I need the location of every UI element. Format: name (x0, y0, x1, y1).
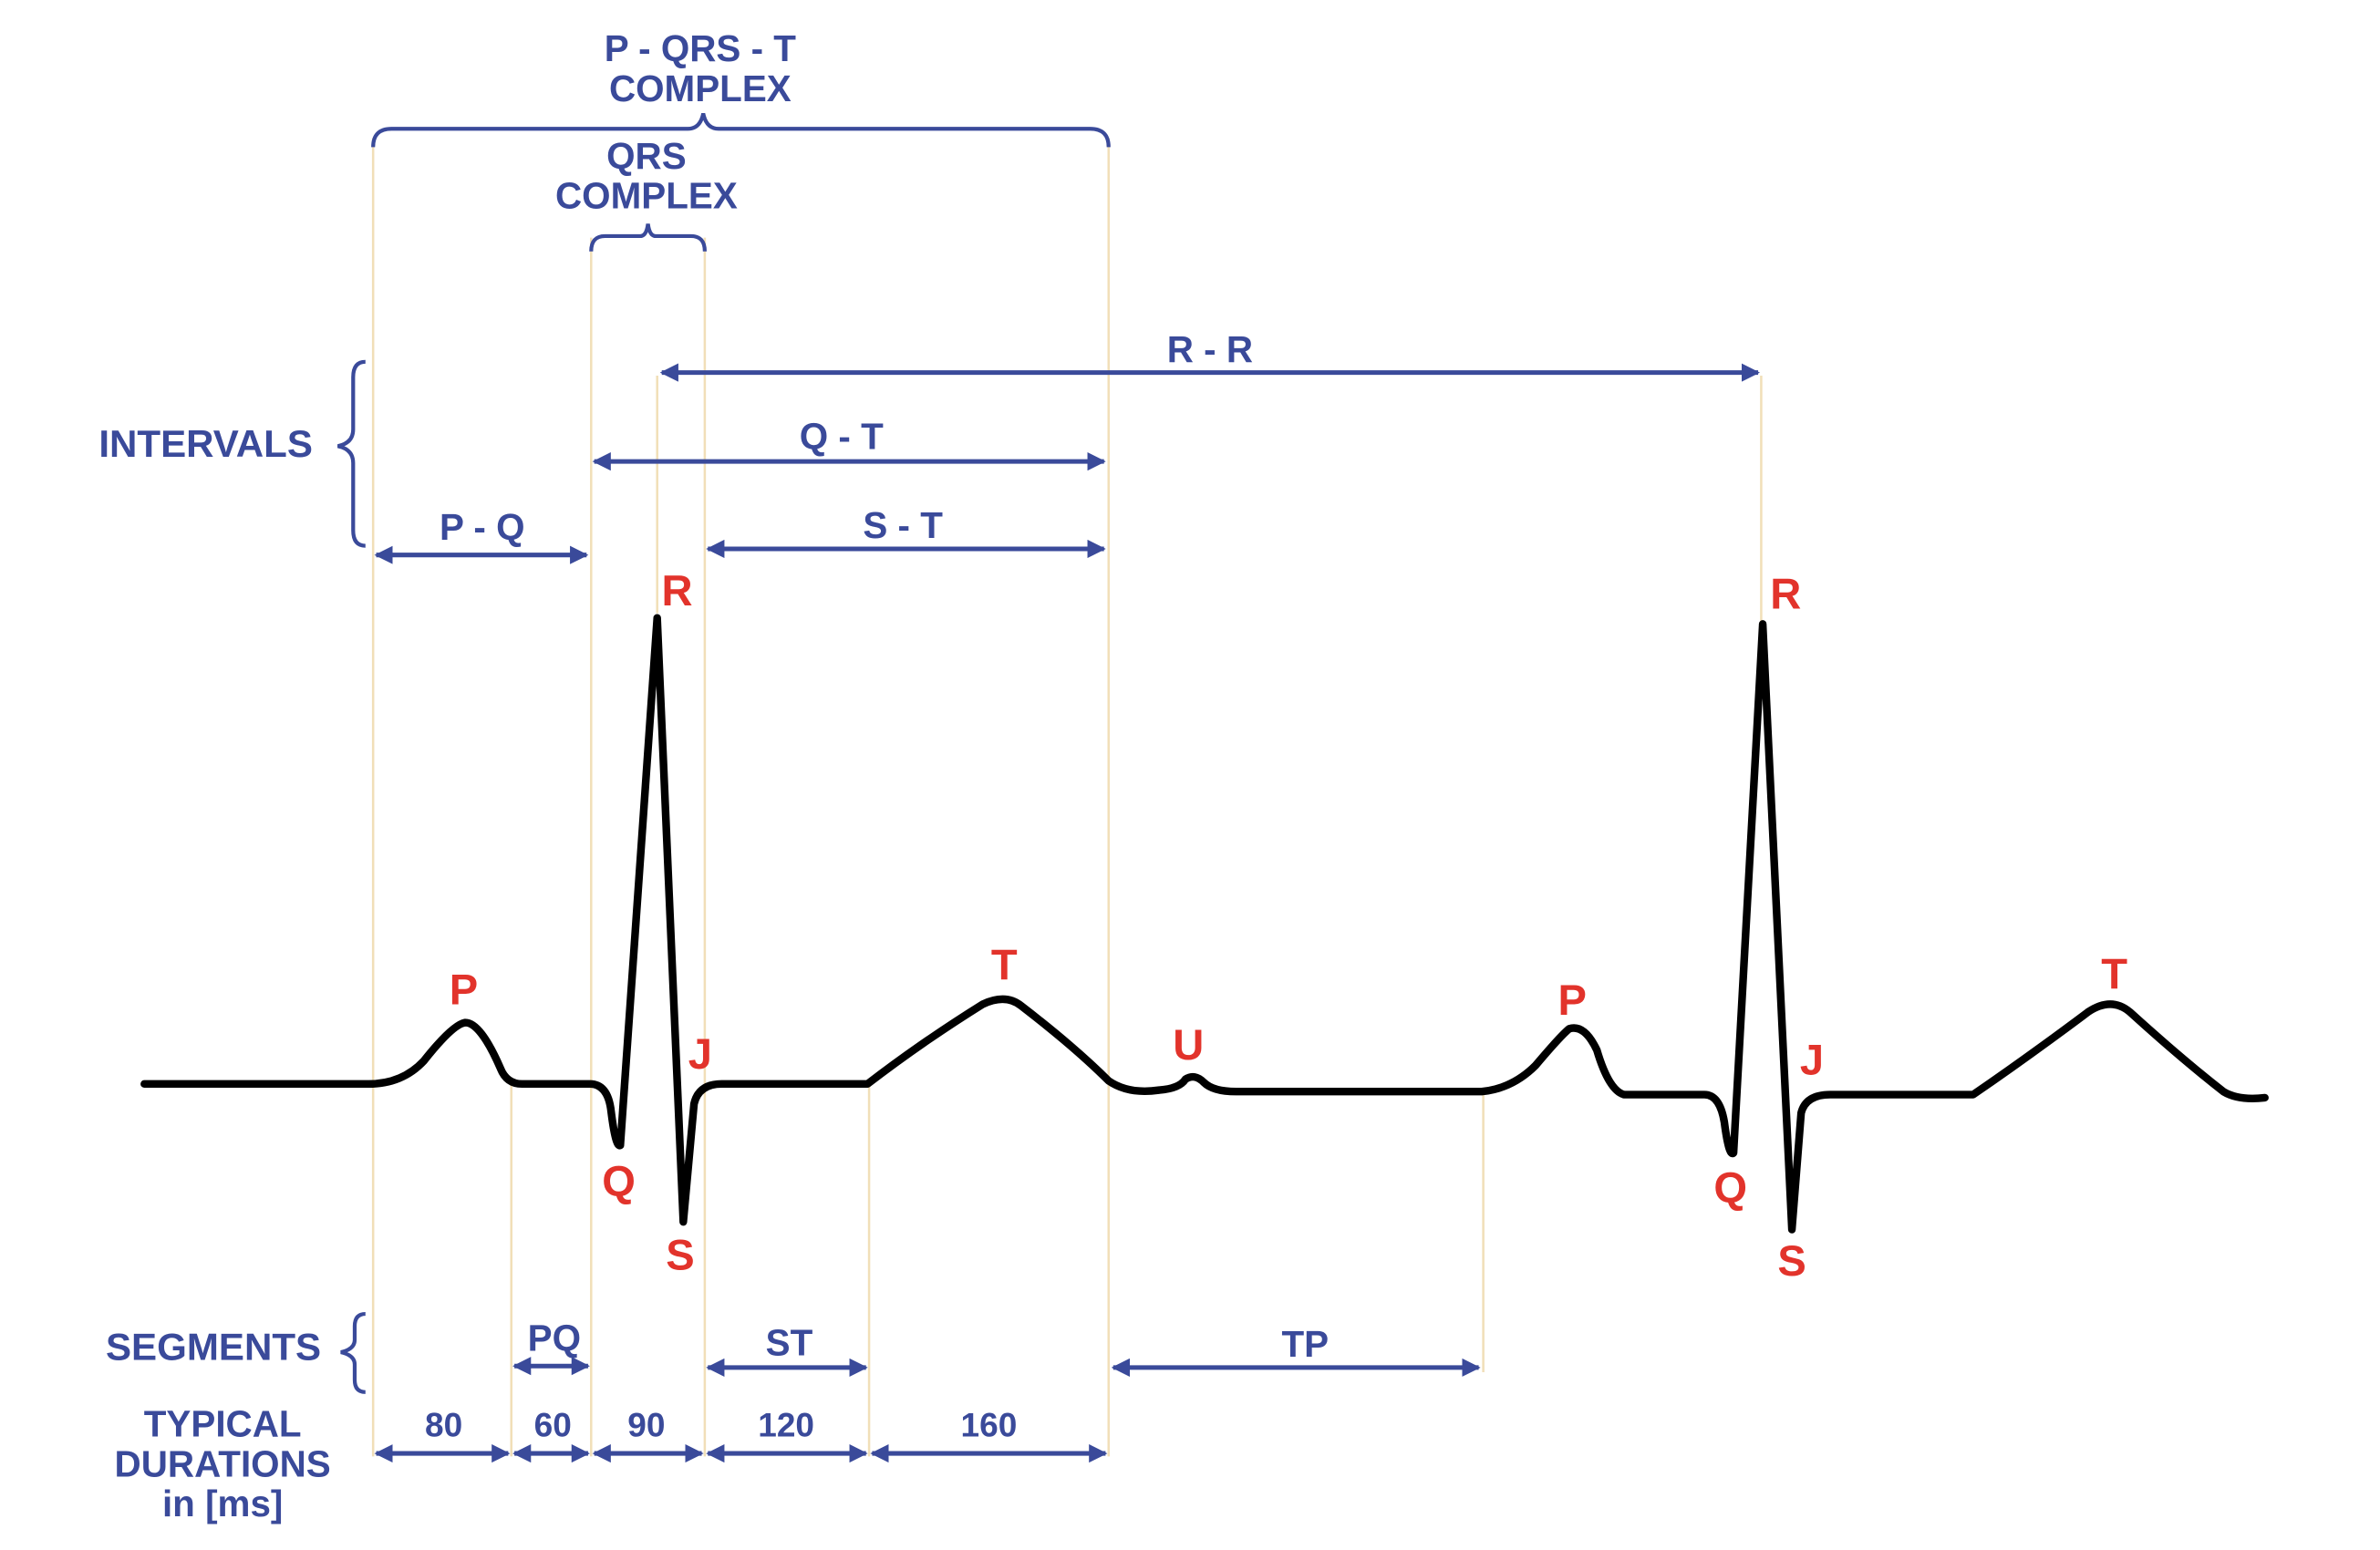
beat1-u-label: U (1173, 1020, 1204, 1069)
guide-lines (371, 138, 1763, 1457)
beat1-j-label: J (688, 1029, 712, 1078)
qrs-complex-brace (589, 223, 708, 252)
pqrst-complex-label-line1: P - QRS - T (605, 27, 797, 69)
segments-label: SEGMENTS (106, 1326, 321, 1369)
beat1-t-label: T (991, 941, 1018, 989)
rr-interval-label: R - R (1167, 328, 1253, 370)
intervals-label: INTERVALS (98, 422, 313, 465)
qrs-complex-label-line1: QRS (606, 135, 687, 177)
beat2-wave-labels: P R J Q S T (1558, 570, 2128, 1285)
pqrst-complex-brace (371, 112, 1111, 148)
duration-value-pq: 60 (534, 1406, 572, 1444)
durations-label-line2: DURATIONS (115, 1442, 331, 1484)
beat2-s-label: S (1777, 1236, 1806, 1285)
intervals-brace (336, 359, 366, 548)
beat1-p-label: P (450, 965, 478, 1013)
duration-value-t: 160 (961, 1406, 1018, 1444)
beat2-t-label: T (2101, 950, 2127, 998)
beat1-q-label: Q (602, 1157, 636, 1205)
beat2-r-label: R (1770, 570, 1801, 618)
beat2-p-label: P (1558, 976, 1587, 1024)
tp-segment-label: TP (1281, 1323, 1329, 1365)
duration-value-st: 120 (758, 1406, 814, 1444)
qt-interval-label: Q - T (800, 416, 884, 458)
beat1-s-label: S (666, 1230, 694, 1278)
beat2-j-label: J (1800, 1036, 1824, 1084)
pq-segment-label: PQ (528, 1317, 581, 1359)
segment-arrows: PQ ST TP (512, 1317, 1481, 1377)
pqrst-complex-label-line2: COMPLEX (609, 67, 792, 109)
st-interval-label: S - T (863, 504, 943, 546)
qrs-complex-label-line2: COMPLEX (555, 175, 738, 217)
duration-value-p: 80 (425, 1406, 462, 1444)
beat1-wave-labels: P R J Q S T U (450, 566, 1205, 1278)
segments-brace (340, 1311, 366, 1394)
duration-value-qrs: 90 (627, 1406, 665, 1444)
st-segment-label: ST (766, 1321, 813, 1363)
interval-arrows: R - R Q - T S - T P - Q (374, 328, 1761, 564)
beat1-r-label: R (662, 566, 693, 615)
durations-label-line3: in [ms] (162, 1483, 283, 1524)
durations-label-line1: TYPICAL (144, 1403, 302, 1445)
pq-interval-label: P - Q (440, 506, 525, 548)
ecg-trace (140, 614, 2269, 1234)
duration-arrows: 80 60 90 120 160 (374, 1406, 1108, 1463)
beat2-q-label: Q (1713, 1162, 1747, 1211)
